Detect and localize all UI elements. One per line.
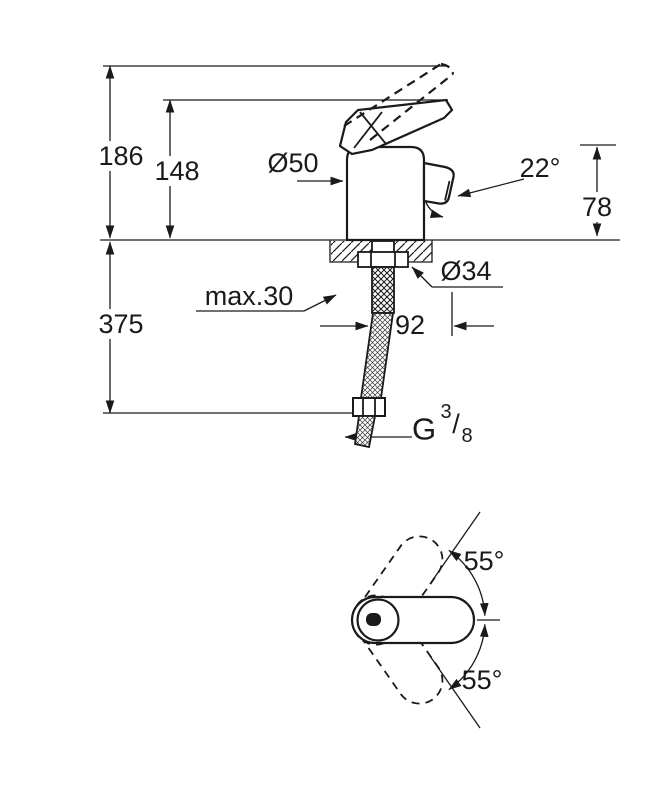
hose-tail xyxy=(353,415,377,449)
dim-spout-height-label: 78 xyxy=(582,192,612,222)
label-mask xyxy=(94,309,148,339)
aerator-line xyxy=(444,180,451,201)
thread-denominator: 8 xyxy=(461,425,472,447)
handle-dot xyxy=(366,613,381,626)
dim-below-counter-label: 375 xyxy=(98,309,143,339)
faucet-body xyxy=(345,145,426,242)
dim-hole-diameter-label: Ø34 xyxy=(440,256,491,286)
faucet-handle xyxy=(338,98,454,156)
dim-counter-thickness-label: max.30 xyxy=(205,281,294,311)
dim-total-height-label: 186 xyxy=(98,141,143,171)
dim-body-diameter-label: Ø50 xyxy=(267,148,318,178)
dim-swivel-lower-label: 55° xyxy=(462,665,503,695)
dimension-labels: 186 148 375 78 Ø50 22° max.30 Ø34 92 G 3… xyxy=(94,141,617,447)
thread-prefix: G xyxy=(412,412,436,447)
label-mask xyxy=(150,156,204,186)
handle-raised-dashed xyxy=(343,62,455,141)
leader-hole-diameter xyxy=(411,266,433,288)
faucet-top-view: 55° 55° xyxy=(350,511,505,729)
leader-max30 xyxy=(303,294,337,312)
mounting-shank xyxy=(357,240,409,314)
supply-hose xyxy=(352,312,395,449)
thread-numerator: 3 xyxy=(440,401,451,423)
dim-hose-offset-label: 92 xyxy=(395,310,425,340)
swivel-arc-lower xyxy=(448,623,489,691)
dim-swivel-upper-label: 55° xyxy=(464,546,505,576)
swivel-limit-lower xyxy=(429,655,481,729)
handle-joint-line xyxy=(359,111,387,145)
threaded-shank xyxy=(371,266,395,314)
faucet-side-view xyxy=(338,62,455,242)
label-mask xyxy=(577,192,617,222)
mounting-nut xyxy=(357,251,409,268)
thread-slash: / xyxy=(452,409,460,439)
label-mask xyxy=(94,141,148,171)
handle-raised-edge xyxy=(369,73,454,141)
hose-connector-nut xyxy=(352,397,386,417)
swivel-limit-upper xyxy=(429,511,481,585)
thread-size-label: G 3 / 8 xyxy=(412,401,473,447)
handle-raised-tip xyxy=(440,62,455,75)
handle-joint-line xyxy=(353,111,383,149)
swivel-arc-upper xyxy=(448,549,489,617)
dim-spout-angle-label: 22° xyxy=(520,153,561,183)
leader-spout-angle xyxy=(457,178,525,198)
handle-raised-edge xyxy=(343,63,442,127)
dim-handle-height-label: 148 xyxy=(154,156,199,186)
